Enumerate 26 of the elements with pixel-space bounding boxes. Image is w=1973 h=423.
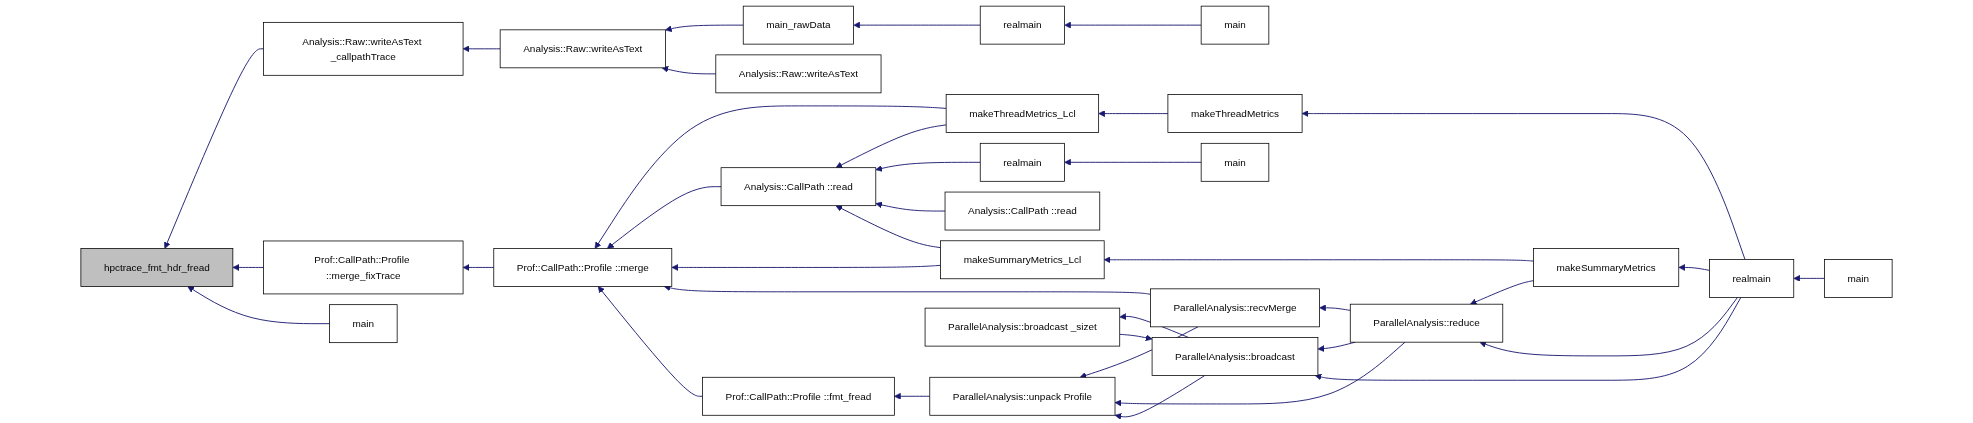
node-box: ParallelAnalysis::broadcast _sizet [924,307,1121,347]
node-box: makeThreadMetrics [1167,94,1303,133]
node-box: main [1200,5,1270,45]
node-box: Analysis::Raw::writeAsText [499,29,666,69]
node-box: main [1200,142,1270,182]
node-box: realmain [979,142,1065,182]
node-box: realmain [1709,259,1795,298]
node-box: Prof::CallPath::Profile ::fmt_fread [702,376,895,416]
node-box: realmain [979,5,1065,45]
node-box: makeSummaryMetrics [1533,248,1680,287]
node-box: ParallelAnalysis::unpack Profile [929,376,1116,416]
node-box: Prof::CallPath::Profile ::merge_fixTrace [263,240,464,295]
node-box: main_rawData [742,5,854,45]
node-box: Analysis::CallPath ::read [720,167,877,207]
node-box: ParallelAnalysis::recvMerge [1150,288,1320,328]
node-box: main [329,304,398,344]
node-box: Analysis::Raw::writeAsText _callpathTrace [263,21,464,76]
node-box: main [1824,259,1893,298]
node-box: hpctrace_fmt_hdr_fread [80,248,234,287]
node-box: Analysis::Raw::writeAsText [715,54,882,94]
node-box: makeSummaryMetrics_Lcl [940,240,1105,280]
node-box: ParallelAnalysis::broadcast [1151,337,1319,376]
node-box: Prof::CallPath::Profile ::merge [493,248,673,287]
node-box: Analysis::CallPath ::read [944,191,1101,231]
node-box: makeThreadMetrics_Lcl [945,94,1100,133]
node-box: ParallelAnalysis::reduce [1349,303,1504,343]
